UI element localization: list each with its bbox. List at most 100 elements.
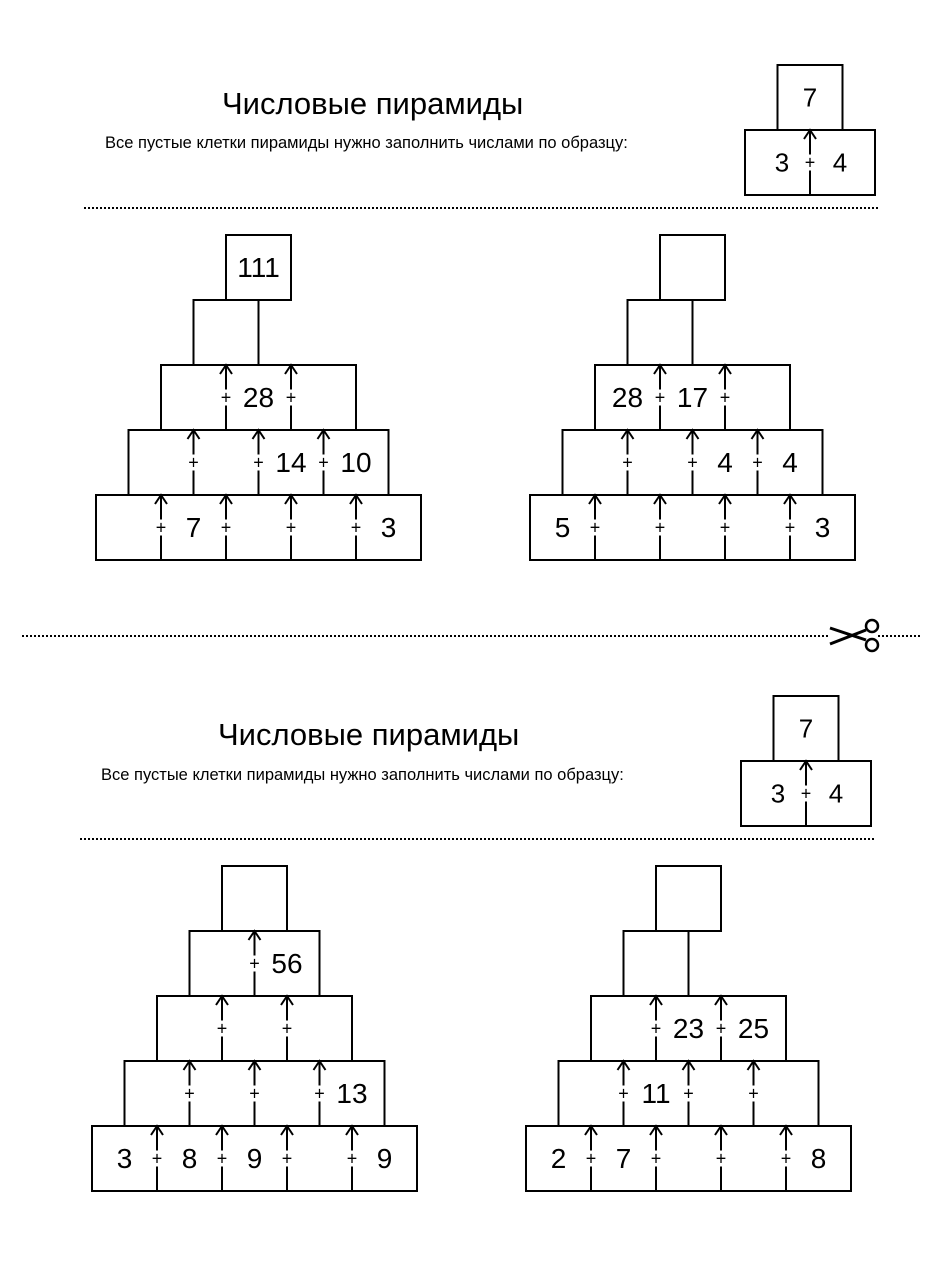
plus-glyph: + — [618, 1084, 629, 1104]
sum-arrow — [251, 428, 266, 495]
plus-sign — [281, 1150, 293, 1167]
pyramid-cell[interactable] — [226, 495, 291, 560]
pyramid-cell[interactable] — [624, 1061, 689, 1126]
plus-sign — [248, 955, 261, 972]
pyramid-cell[interactable] — [356, 495, 421, 560]
pyramid-cell[interactable] — [222, 996, 287, 1061]
cell-number: 25 — [738, 1013, 769, 1044]
pyramid-cell[interactable] — [559, 1061, 624, 1126]
pyramid-cell[interactable] — [161, 365, 226, 430]
pyramid-cell[interactable] — [660, 495, 725, 560]
pyramid-row — [160, 364, 357, 431]
pyramid-cell[interactable] — [693, 430, 758, 495]
cell-number: 3 — [381, 512, 397, 543]
pyramid-row — [529, 494, 856, 561]
pyramid-cell[interactable] — [725, 365, 790, 430]
pyramid-cell[interactable] — [291, 495, 356, 560]
plus-sign — [780, 1150, 792, 1167]
pyramid-cell[interactable] — [595, 495, 660, 560]
pyramid-cell[interactable] — [255, 931, 320, 996]
pyramid-cell[interactable] — [157, 996, 222, 1061]
pyramid-cell[interactable] — [291, 365, 356, 430]
pyramid-cell[interactable] — [591, 996, 656, 1061]
plus-sign — [682, 1085, 695, 1102]
plus-glyph: + — [217, 1019, 228, 1039]
pyramid-row-frame — [525, 1125, 852, 1192]
pyramid-cell[interactable] — [628, 300, 693, 365]
plus-glyph: + — [720, 518, 731, 538]
pyramid-row — [188, 930, 321, 997]
plus-sign — [155, 519, 167, 536]
pyramid-row — [95, 494, 422, 561]
pyramid-cell[interactable] — [721, 1126, 786, 1191]
pyramid-cell[interactable] — [656, 866, 721, 931]
plus-glyph: + — [687, 453, 698, 473]
cell-number: 28 — [612, 382, 643, 413]
pyramid-cell[interactable] — [259, 430, 324, 495]
plus-glyph: + — [253, 453, 264, 473]
plus-glyph: + — [286, 518, 297, 538]
pyramid-cell[interactable] — [222, 1126, 287, 1191]
pyramid-cell[interactable] — [660, 365, 725, 430]
pyramid-cell[interactable] — [721, 996, 786, 1061]
pyramid-cell[interactable] — [790, 495, 855, 560]
sum-arrow — [714, 994, 728, 1061]
pyramid-cell[interactable] — [628, 430, 693, 495]
sum-arrow — [284, 363, 298, 430]
pyramid-cell[interactable] — [190, 931, 255, 996]
pyramid-cell[interactable] — [563, 430, 628, 495]
pyramid-cell[interactable] — [656, 1126, 721, 1191]
sheet-2-title: Числовые пирамиды — [218, 717, 520, 752]
pyramid-cell[interactable] — [194, 430, 259, 495]
pyramid-cell[interactable] — [157, 1126, 222, 1191]
pyramid-cell[interactable] — [758, 430, 823, 495]
pyramid-row-frame — [622, 930, 690, 997]
pyramid-cell[interactable] — [125, 1061, 190, 1126]
pyramid-cell[interactable] — [92, 1126, 157, 1191]
pyramid-cell[interactable] — [352, 1126, 417, 1191]
sum-arrow — [620, 428, 635, 495]
pyramid-row-frame — [160, 364, 357, 431]
cut-line-end — [878, 635, 920, 637]
pyramid-cell[interactable] — [656, 996, 721, 1061]
pyramid-cell[interactable] — [287, 996, 352, 1061]
pyramid-cell[interactable] — [591, 1126, 656, 1191]
pyramid-cell[interactable] — [161, 495, 226, 560]
pyramid-cell[interactable] — [595, 365, 660, 430]
pyramid-cell[interactable] — [222, 866, 287, 931]
sum-arrow — [150, 1124, 164, 1191]
pyramid-cell[interactable] — [190, 1061, 255, 1126]
cell-number: 3 — [815, 512, 831, 543]
pyramid-cell[interactable] — [754, 1061, 819, 1126]
pyramid-row — [626, 299, 694, 366]
pyramid-cell[interactable] — [786, 1126, 851, 1191]
pyramid-cell[interactable] — [255, 1061, 320, 1126]
pyramid-cell[interactable] — [660, 235, 725, 300]
pyramid-cell[interactable] — [287, 1126, 352, 1191]
pyramid-cell[interactable] — [194, 300, 259, 365]
pyramid-cell[interactable] — [725, 495, 790, 560]
pyramid-cell[interactable] — [320, 1061, 385, 1126]
pyramid-cell[interactable] — [96, 495, 161, 560]
pyramid-cell[interactable] — [530, 495, 595, 560]
cell-number: 14 — [275, 447, 306, 478]
sum-arrow — [280, 994, 294, 1061]
pyramid-cell[interactable] — [324, 430, 389, 495]
plus-sign — [281, 1020, 293, 1037]
pyramid-row-frame — [626, 299, 694, 366]
pyramid-cell[interactable] — [689, 1061, 754, 1126]
sum-arrow — [718, 493, 732, 560]
sample-sum-arrow — [803, 128, 817, 195]
plus-sign — [248, 1085, 261, 1102]
pyramid-row-frame — [529, 494, 856, 561]
pyramid-cell[interactable] — [226, 235, 291, 300]
cell-number: 8 — [182, 1143, 198, 1174]
pyramid-row-frame — [655, 865, 722, 932]
pyramid-cell[interactable] — [129, 430, 194, 495]
pyramid-cell[interactable] — [624, 931, 689, 996]
plus-sign — [650, 1020, 662, 1037]
pyramid-cell[interactable] — [526, 1126, 591, 1191]
pyramid-cell[interactable] — [226, 365, 291, 430]
pyramid-row — [622, 930, 690, 997]
pyramid-row-frame — [188, 930, 321, 997]
